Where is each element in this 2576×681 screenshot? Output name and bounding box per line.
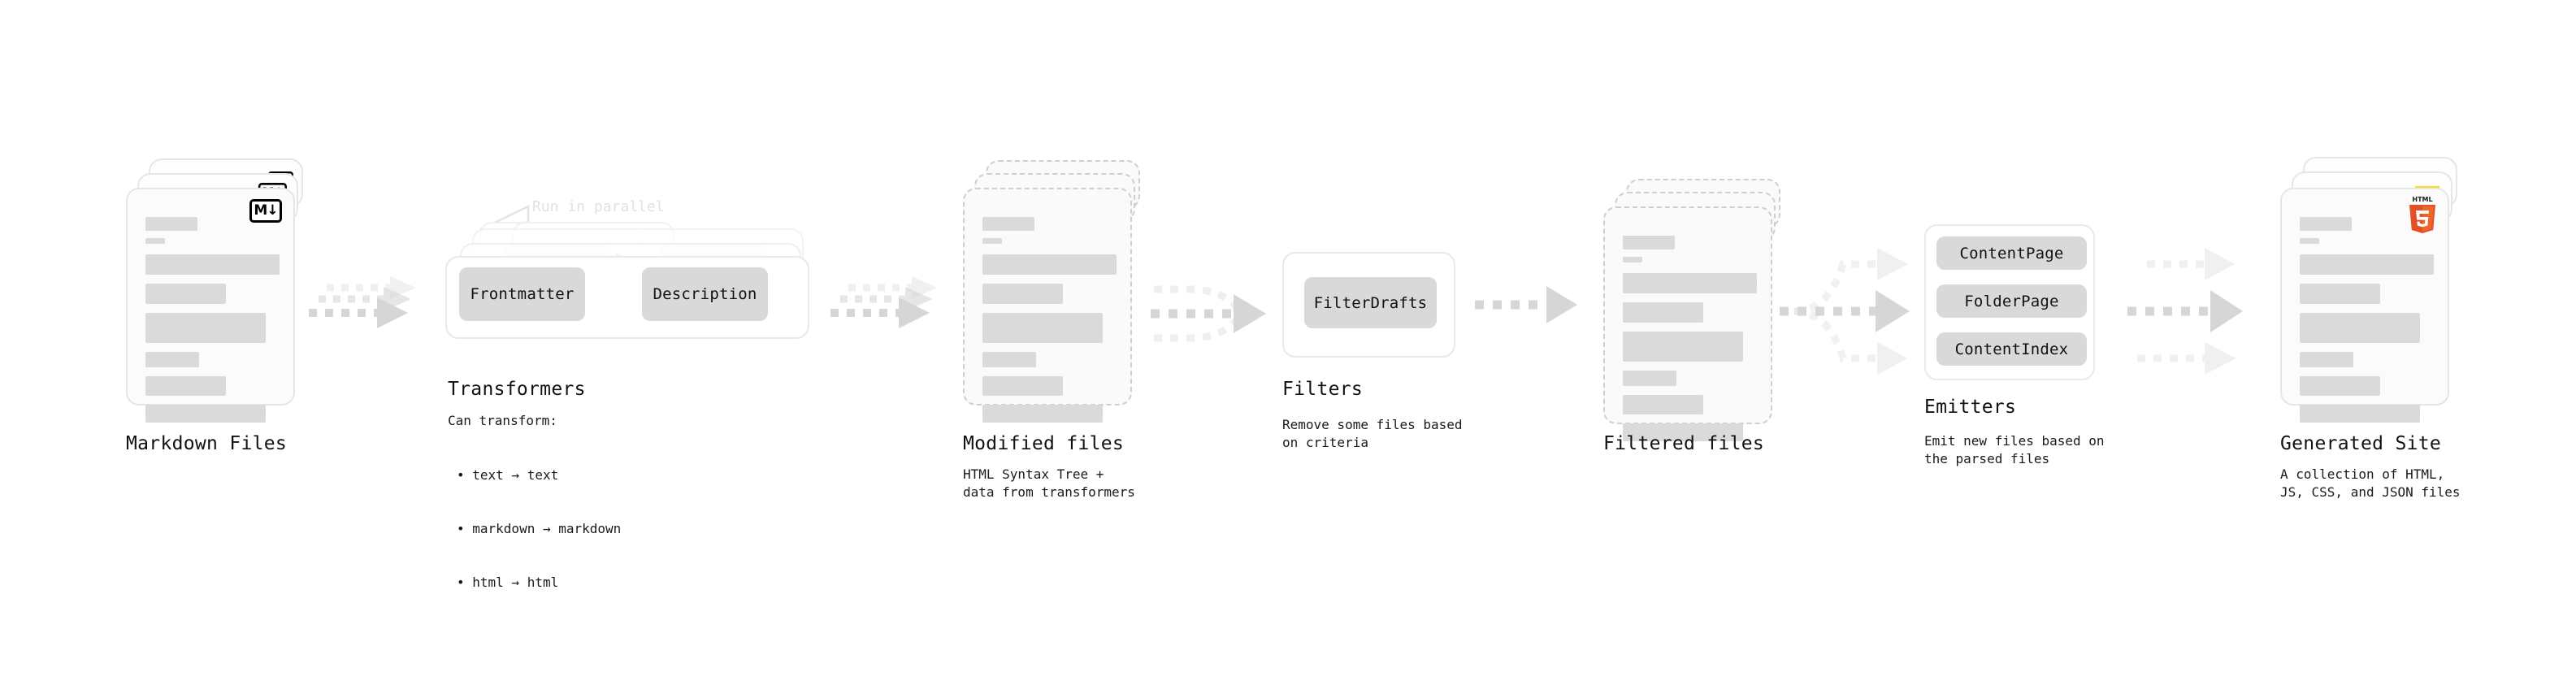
filters-title: Filters bbox=[1282, 379, 1364, 400]
filtered-file-card-front bbox=[1603, 206, 1772, 441]
emitters-description: Emit new files based on the parsed files bbox=[1924, 433, 2105, 466]
transformers-title: Transformers bbox=[448, 379, 586, 400]
arrow-modified-to-filters bbox=[1151, 285, 1266, 342]
generated-file-card-html: HTML bbox=[2280, 188, 2449, 423]
arrow-filters-to-filtered bbox=[1475, 286, 1577, 323]
arrow-filtered-to-emitters bbox=[1780, 248, 1910, 375]
emitter-node-folderpage[interactable]: FolderPage bbox=[1936, 284, 2087, 318]
modified-files-description: HTML Syntax Tree + data from transformer… bbox=[963, 466, 1135, 500]
emitters-box: ContentPage FolderPage ContentIndex bbox=[1924, 224, 2095, 380]
markdown-icon: M↓ bbox=[249, 199, 282, 223]
modified-files-title: Modified files bbox=[963, 433, 1125, 454]
generated-site-description: A collection of HTML, JS, CSS, and JSON … bbox=[2280, 466, 2461, 500]
html5-icon: HTML bbox=[2409, 196, 2435, 233]
emitters-title: Emitters bbox=[1924, 397, 2017, 418]
markdown-files-title: Markdown Files bbox=[126, 433, 288, 454]
transformers-description: Can transform: bbox=[448, 413, 557, 428]
transformers-panel-front: Frontmatter Description bbox=[445, 256, 809, 339]
svg-text:HTML: HTML bbox=[2412, 196, 2432, 203]
emitter-node-contentindex[interactable]: ContentIndex bbox=[1936, 332, 2087, 366]
transformers-bullet-1: • markdown → markdown bbox=[457, 521, 622, 536]
transformers-bullets: • text → text • markdown → markdown • ht… bbox=[457, 431, 621, 627]
generated-site-title: Generated Site bbox=[2280, 433, 2442, 454]
transformers-bullet-0: • text → text bbox=[457, 467, 559, 483]
emitter-node-contentpage[interactable]: ContentPage bbox=[1936, 236, 2087, 270]
transformer-node-frontmatter[interactable]: Frontmatter bbox=[459, 267, 585, 321]
arrow-markdown-to-transformers bbox=[309, 276, 416, 328]
run-in-parallel-label: Run in parallel bbox=[532, 198, 665, 215]
file-content-lines bbox=[1623, 236, 1757, 449]
arrow-emitters-to-site bbox=[2127, 248, 2243, 375]
filter-node-filterdrafts[interactable]: FilterDrafts bbox=[1304, 277, 1437, 328]
filters-box: FilterDrafts bbox=[1282, 252, 1455, 358]
file-content-lines bbox=[145, 217, 280, 430]
arrow-transformers-to-modified bbox=[830, 276, 938, 328]
transformer-node-description[interactable]: Description bbox=[642, 267, 768, 321]
transformers-bullet-2: • html → html bbox=[457, 575, 559, 590]
file-content-lines bbox=[2300, 217, 2434, 430]
modified-file-card-front bbox=[963, 188, 1132, 423]
filters-description: Remove some files based on criteria bbox=[1282, 417, 1463, 450]
markdown-file-card-front: M↓ bbox=[126, 188, 295, 423]
filtered-files-title: Filtered files bbox=[1603, 433, 1765, 454]
file-content-lines bbox=[982, 217, 1117, 430]
